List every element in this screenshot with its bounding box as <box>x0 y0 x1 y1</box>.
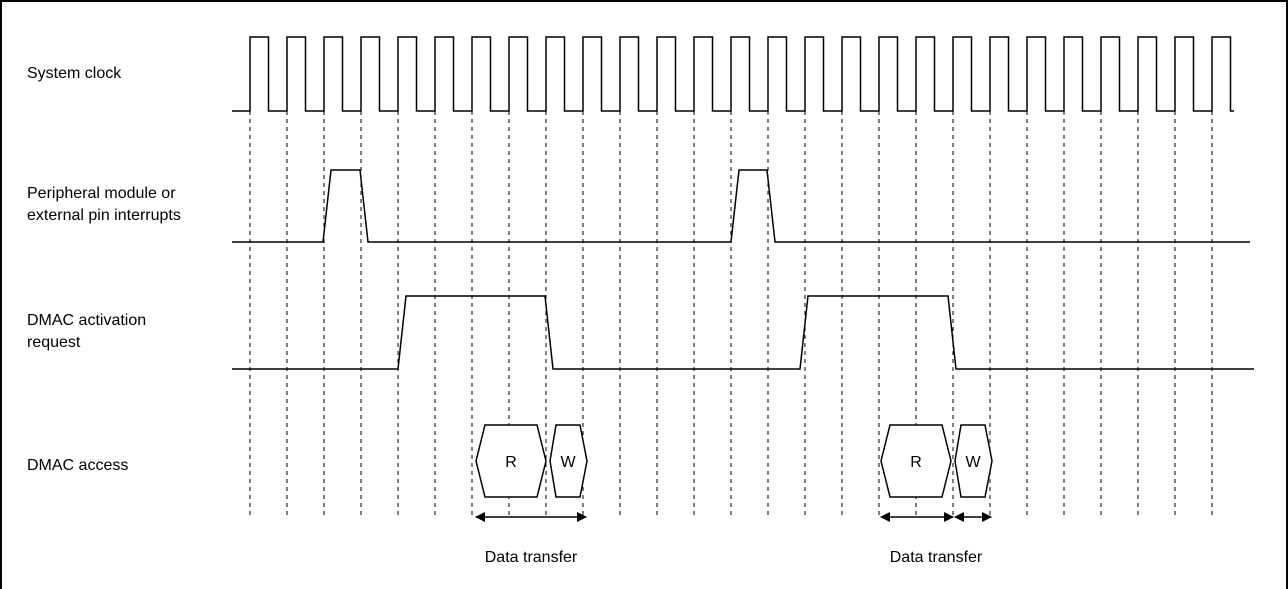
read-label-2: R <box>910 454 922 471</box>
write-cycle-2 <box>954 424 993 498</box>
label-system-clock: System clock <box>27 65 122 82</box>
transfer-label-1: Data transfer <box>485 549 578 566</box>
label-activation-line1: DMAC activation <box>27 312 146 329</box>
activation-request-waveform <box>232 295 1254 370</box>
label-dmac-access: DMAC access <box>27 457 128 474</box>
clock-grid <box>249 111 1213 518</box>
label-interrupt-line1: Peripheral module or <box>27 185 176 202</box>
interrupt-waveform <box>232 169 1250 243</box>
read-cycle-1 <box>475 424 547 498</box>
write-label-2: W <box>965 454 981 471</box>
label-activation-line2: request <box>27 334 81 351</box>
transfer-label-2: Data transfer <box>890 549 983 566</box>
read-cycle-2 <box>880 424 952 498</box>
read-label-1: R <box>505 454 517 471</box>
write-label-1: W <box>560 454 576 471</box>
write-cycle-1 <box>549 424 588 498</box>
label-interrupt-line2: external pin interrupts <box>27 207 181 224</box>
system-clock-waveform <box>232 36 1234 112</box>
